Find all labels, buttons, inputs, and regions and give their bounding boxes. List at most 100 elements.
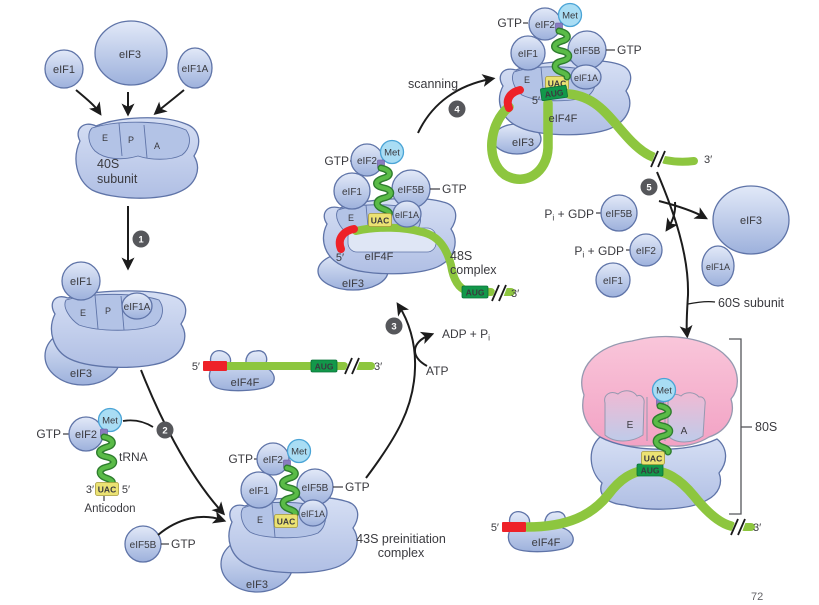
mrna-eif4f: 5′ eIF4F 3′ bbox=[192, 350, 382, 392]
five-prime-cap bbox=[503, 86, 524, 112]
step-1-badge bbox=[132, 230, 150, 248]
gtp-label: GTP bbox=[617, 43, 642, 57]
48s-label-line1: 48S bbox=[450, 249, 472, 263]
eif1-label: eIF1 bbox=[53, 64, 75, 76]
eif1a-label: eIF1A bbox=[706, 262, 730, 272]
complex-40s-factors: E P eIF1 eIF1A eIF3 bbox=[44, 261, 187, 386]
step-2: 2 bbox=[122, 369, 226, 516]
48s-label-line2: complex bbox=[450, 263, 497, 277]
five-prime-cap bbox=[203, 361, 227, 371]
eif1-label: eIF1 bbox=[603, 276, 623, 287]
uac-codon-box bbox=[368, 213, 392, 227]
gtp-label: GTP bbox=[324, 154, 349, 168]
uac-codon-box bbox=[274, 514, 298, 528]
eif3-label: eIF3 bbox=[70, 368, 92, 380]
step-2-badge bbox=[156, 421, 174, 439]
eif1-circle bbox=[510, 35, 546, 71]
43s-label-line2: complex bbox=[378, 546, 425, 560]
met-badge bbox=[651, 377, 677, 403]
e-site-label: E bbox=[80, 308, 86, 318]
step-1-number: 1 bbox=[138, 235, 144, 246]
three-prime-label: 3′ bbox=[511, 288, 519, 300]
three-prime-label: 3′ bbox=[704, 154, 712, 166]
eif5b-label: eIF5B bbox=[574, 46, 601, 57]
eif1a-circle bbox=[701, 245, 735, 287]
e-site-label: E bbox=[627, 420, 634, 431]
mrna-strand bbox=[352, 223, 495, 296]
a-site-label: A bbox=[681, 426, 688, 437]
eif1a-circle bbox=[392, 200, 422, 228]
p-site-label: P bbox=[128, 135, 134, 145]
e-site-label: E bbox=[524, 75, 530, 85]
mrna-loop bbox=[487, 98, 553, 184]
trna-icon bbox=[100, 429, 114, 483]
eif2-label: eIF2 bbox=[75, 429, 97, 441]
step-3-number: 3 bbox=[391, 322, 396, 333]
scanning-label: scanning bbox=[408, 77, 458, 91]
e-site-pocket bbox=[604, 390, 645, 442]
gtp-label: GTP bbox=[345, 480, 370, 494]
five-prime-label: 5′ bbox=[532, 95, 540, 107]
eif2-label: eIF2 bbox=[263, 455, 283, 466]
40s-label-line2: subunit bbox=[97, 172, 138, 186]
step-5-main-arrow bbox=[656, 171, 693, 339]
eif3-label: eIF3 bbox=[246, 579, 268, 591]
page-number: 72 bbox=[751, 591, 763, 603]
eif1-label: eIF1 bbox=[342, 187, 362, 198]
e-site-label: E bbox=[257, 515, 263, 525]
step-2-number: 2 bbox=[162, 426, 167, 437]
step-2-arrow bbox=[140, 369, 226, 516]
aug-codon-box bbox=[636, 463, 664, 477]
eif3-label: eIF3 bbox=[119, 49, 141, 61]
60s-subunit-label: 60S subunit bbox=[718, 296, 785, 310]
five-prime-label: 5′ bbox=[336, 252, 344, 264]
aug-codon-box bbox=[310, 359, 338, 373]
40s-label-line1: 40S bbox=[97, 157, 119, 171]
ribosome-80s: E A 5′ eIF4F 3′ 80S bbox=[491, 336, 777, 553]
gtp-label: GTP bbox=[497, 16, 522, 30]
eif4f-label: eIF4F bbox=[365, 251, 394, 263]
gtp-label: GTP bbox=[36, 427, 61, 441]
eif3-circle bbox=[712, 185, 790, 255]
free-eif5b: eIF5B GTP bbox=[124, 511, 227, 563]
gtp-label: GTP bbox=[228, 452, 253, 466]
five-prime-label: 5′ bbox=[192, 361, 200, 373]
eif1a-join-arrow bbox=[153, 89, 185, 115]
step-4-number: 4 bbox=[454, 105, 460, 116]
p-site-label: P bbox=[105, 306, 111, 316]
eif2-label: eIF2 bbox=[357, 156, 377, 167]
pi-gdp-eif2-label: Pi + GDP bbox=[574, 244, 624, 260]
eif5b-label: eIF5B bbox=[302, 483, 329, 494]
a-site-pocket bbox=[667, 392, 706, 443]
five-prime-label: 5′ bbox=[491, 522, 499, 534]
eif1a-circle bbox=[298, 499, 328, 527]
scanning-arrow bbox=[417, 74, 496, 134]
site-divider bbox=[120, 295, 125, 331]
eif5b-label: eIF5B bbox=[130, 540, 157, 551]
site-divider bbox=[118, 122, 123, 157]
five-prime-cap bbox=[335, 225, 358, 253]
eif1a-label: eIF1A bbox=[124, 302, 151, 313]
40s-site-band bbox=[88, 121, 190, 160]
step-5: 5 Pi + GDP eIF5B Pi + GDP eIF2 eIF1 eIF3… bbox=[544, 171, 790, 339]
complex-48s-at-aug: E 5′ eIF4F GTP eIF2 eIF1 eIF5B GTP eIF1A… bbox=[487, 2, 712, 184]
e-site-label: E bbox=[102, 133, 108, 143]
eif1-circle bbox=[333, 172, 371, 210]
anticodon-3prime: 3′ bbox=[86, 484, 94, 496]
adp-pi-label: ADP + Pi bbox=[442, 327, 490, 343]
60s-pointer-line bbox=[687, 301, 716, 305]
eif3-circle bbox=[94, 20, 168, 86]
43s-label-line1: 43S preinitiation bbox=[356, 532, 446, 546]
eif1a-label: eIF1A bbox=[395, 210, 419, 220]
eif5b-label: eIF5B bbox=[398, 185, 425, 196]
step-3: 3 ATP ADP + Pi bbox=[365, 302, 490, 479]
eif2-release-arrow bbox=[665, 201, 679, 232]
uac-codon-box bbox=[641, 451, 665, 465]
three-prime-label: 3′ bbox=[374, 361, 382, 373]
complex-48s: E 5′ eIF4F GTP eIF2 eIF1 eIF5B GTP eIF1A… bbox=[317, 139, 519, 303]
mrna-exit-strand bbox=[564, 89, 658, 162]
step-1: 1 bbox=[121, 206, 150, 271]
anticodon-5prime: 5′ bbox=[122, 484, 130, 496]
gtp-label: GTP bbox=[442, 182, 467, 196]
